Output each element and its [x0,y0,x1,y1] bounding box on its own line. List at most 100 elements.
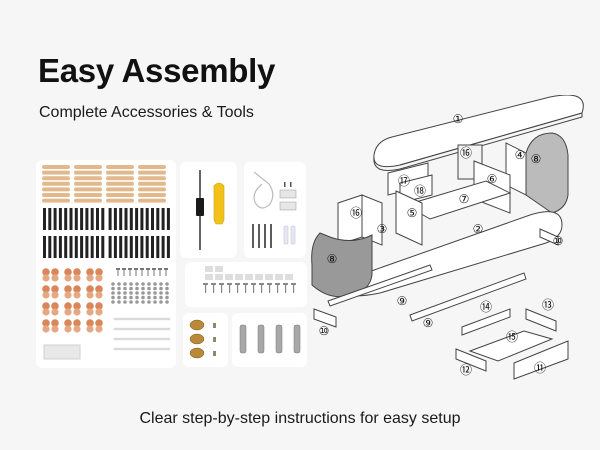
cam-bolt [101,208,105,230]
shelf-clip [265,274,273,280]
cam-bolt [140,208,144,230]
dowel [42,198,70,203]
cam-bolt [58,208,62,230]
dowel [42,187,70,192]
dowel [42,176,70,181]
screw [211,283,216,285]
shelf-clip [215,266,223,272]
screw [251,283,256,285]
cam-nut [42,268,50,276]
nut [123,282,127,286]
nut [117,282,121,286]
cam-bolt [48,208,52,230]
nut [123,300,127,304]
dowel [138,170,166,175]
nut [153,295,157,300]
cam-bolt [85,236,89,258]
screw [283,283,288,285]
cam-nut [95,325,103,333]
shelf-clip [215,274,223,280]
nut [153,300,157,304]
cam-nut [86,319,94,327]
wooden-stick [113,317,171,321]
part-14-drawer-back [461,308,511,336]
cam-bolt [145,208,149,230]
dowel [74,187,102,192]
screw [123,270,125,276]
nut [135,300,139,304]
cam-bolt [166,208,170,230]
dowel [42,170,70,175]
cam-bolt [108,208,112,230]
cam-bolt [43,208,46,230]
cam-bolt [151,208,154,230]
screw [245,285,247,293]
screw [221,285,223,293]
shelf-clip [235,274,243,280]
cam-bolt [64,236,68,258]
wooden-stick [113,347,171,351]
dowel [42,193,70,197]
dowel [106,181,134,186]
cam-bolt [119,208,123,230]
part-label: ⑦ [459,192,470,206]
part-label: ⑫ [460,363,472,377]
cam-nut [86,274,94,282]
cam-nut [73,319,81,327]
nut [129,291,133,295]
nut [111,291,115,295]
cam-bolt [129,236,133,258]
nut [111,300,115,304]
screw [159,270,161,276]
cam-nut [86,308,94,316]
screw [267,283,272,285]
nut [117,300,121,304]
dowel [42,181,70,186]
shelf-clip [255,274,263,280]
cam-nut [73,274,81,282]
screw [237,285,239,293]
accessory-panel-screwdriver [180,162,237,258]
cam-bolt [101,236,105,258]
screw [259,283,264,285]
cam-bolt [80,208,84,230]
accessory-panel-hinges [183,313,228,367]
accessory-panel-dowels [36,160,176,368]
part-label: ⑮ [506,330,518,344]
part-label: ⑧ [531,152,542,166]
part-15-drawer-bottom [468,330,554,362]
cam-nut [51,268,59,276]
screwdriver-illustration [196,170,225,250]
wooden-sticks [113,317,171,351]
nut [123,295,127,300]
small-screws [116,268,168,276]
dowel [138,165,166,169]
screw [140,268,144,270]
cam-bolt [58,236,62,258]
nut [165,300,169,304]
screw [219,283,224,285]
cam-bolt [156,208,160,230]
shelf-clip [205,274,213,280]
screw [122,268,126,270]
cam-bolt [156,236,160,258]
cam-nut [64,268,72,276]
dowel [106,165,134,169]
cam-nut [42,291,50,299]
cam-nut [64,291,72,299]
screw [147,270,149,276]
shelf-clips-illustration [203,266,296,293]
wooden-dowels [42,165,166,203]
cam-nut [64,308,72,316]
cam-bolt [53,208,57,230]
cam-nut [73,285,81,293]
nut [123,286,127,291]
cam-bolt [108,236,112,258]
cam-bolt [119,236,123,258]
cam-nut [95,285,103,293]
screw [243,283,248,285]
part-label: ⑯ [460,146,472,160]
cam-nut [51,285,59,293]
cam-bolt [135,236,139,258]
shelf-clip [245,274,253,280]
